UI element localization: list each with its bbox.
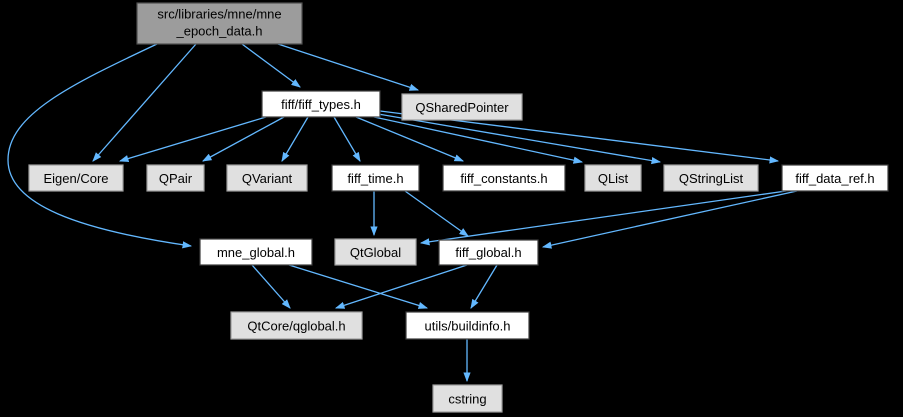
- edge-fiff-data-ref-to-fiff-global: [541, 190, 798, 249]
- edge-fiff-types-to-eigen-core: [118, 116, 267, 162]
- node-qsharedpointer: [401, 93, 523, 121]
- node-label-qlist: QList: [598, 171, 629, 186]
- node-fiff-data-ref[interactable]: [781, 164, 889, 192]
- node-qtglobal: [334, 238, 417, 266]
- edge-mne-global-to-utils-buildinfo: [288, 264, 429, 309]
- node-group-qstringlist: QStringList: [663, 164, 759, 192]
- edge-fiff-types-to-qstringlist: [377, 113, 662, 165]
- edge-fiff-global-to-qtcore-qglobal: [334, 264, 468, 309]
- node-label-qtglobal: QtGlobal: [350, 245, 401, 260]
- node-label-qstringlist: QStringList: [679, 171, 744, 186]
- node-label-fiff-time: fiff_time.h: [347, 171, 403, 186]
- node-label-utils-buildinfo: utils/buildinfo.h: [425, 319, 511, 334]
- node-utils-buildinfo[interactable]: [405, 311, 530, 340]
- edge-fiff-time-to-fiff-global: [404, 190, 469, 237]
- node-label-epoch-line1: src/libraries/mne/mne: [157, 7, 281, 22]
- node-label-fiff-types: fiff/fiff_types.h: [281, 97, 361, 112]
- node-mne-global[interactable]: [199, 238, 313, 266]
- edge-mne-global-to-qtcore-qglobal: [251, 264, 291, 309]
- edge-fiff-global-to-utils-buildinfo: [470, 264, 498, 309]
- edge-epoch-to-qsharedpointer: [277, 43, 420, 91]
- node-group-epoch: src/libraries/mne/mne _epoch_data.h: [136, 2, 303, 45]
- node-label-qpair: QPair: [159, 171, 193, 186]
- node-group-qlist: QList: [584, 164, 642, 192]
- node-fiff-types[interactable]: [261, 90, 381, 118]
- node-qstringlist: [663, 164, 759, 192]
- node-group-fiff-types[interactable]: fiff/fiff_types.h: [261, 90, 381, 118]
- node-cstring: [432, 384, 503, 413]
- node-group-mne-global[interactable]: mne_global.h: [199, 238, 313, 266]
- node-label-eigen-core: Eigen/Core: [43, 171, 108, 186]
- node-group-qtcore-qglobal: QtCore/qglobal.h: [230, 311, 363, 340]
- node-group-utils-buildinfo[interactable]: utils/buildinfo.h: [405, 311, 530, 340]
- node-label-epoch-line2: _epoch_data.h: [175, 24, 262, 39]
- edge-fiff-types-to-fiff-time: [333, 116, 361, 162]
- edge-epoch-to-fiff-types: [241, 43, 301, 88]
- node-label-qvariant: QVariant: [242, 171, 293, 186]
- node-label-mne-global: mne_global.h: [217, 245, 295, 260]
- edge-epoch-to-eigen-core: [92, 43, 197, 162]
- node-group-fiff-data-ref[interactable]: fiff_data_ref.h: [781, 164, 889, 192]
- edge-fiff-data-ref-to-qtglobal: [419, 190, 787, 246]
- node-group-qvariant: QVariant: [226, 164, 308, 192]
- edge-epoch-to-mne-global: [7, 43, 193, 249]
- node-fiff-constants[interactable]: [442, 164, 566, 192]
- node-label-cstring: cstring: [448, 392, 486, 407]
- node-label-fiff-global: fiff_global.h: [455, 245, 521, 260]
- node-label-qtcore-qglobal: QtCore/qglobal.h: [247, 319, 345, 334]
- node-qvariant: [226, 164, 308, 192]
- node-qlist: [584, 164, 642, 192]
- node-label-qsharedpointer: QSharedPointer: [415, 100, 509, 115]
- edge-fiff-types-to-fiff-constants: [355, 116, 465, 162]
- node-group-qsharedpointer: QSharedPointer: [401, 93, 523, 121]
- node-fiff-time[interactable]: [331, 164, 420, 192]
- node-fiff-global[interactable]: [438, 239, 539, 266]
- node-group-qpair: QPair: [146, 164, 205, 192]
- node-eigen-core: [28, 164, 124, 192]
- node-qpair: [146, 164, 205, 192]
- edge-fiff-types-to-qpair: [202, 116, 285, 162]
- node-mne-epoch-data: [136, 2, 303, 45]
- node-group-qtglobal: QtGlobal: [334, 238, 417, 266]
- node-group-fiff-constants[interactable]: fiff_constants.h: [442, 164, 566, 192]
- edge-fiff-types-to-qvariant: [281, 116, 309, 162]
- node-label-fiff-constants: fiff_constants.h: [460, 171, 547, 186]
- node-group-eigen-core: Eigen/Core: [28, 164, 124, 192]
- node-group-fiff-global[interactable]: fiff_global.h: [438, 239, 539, 266]
- node-qtcore-qglobal: [230, 311, 363, 340]
- node-group-cstring: cstring: [432, 384, 503, 413]
- edge-fiff-types-to-qlist: [373, 116, 584, 164]
- node-label-fiff-data-ref: fiff_data_ref.h: [795, 171, 874, 186]
- node-group-fiff-time[interactable]: fiff_time.h: [331, 164, 420, 192]
